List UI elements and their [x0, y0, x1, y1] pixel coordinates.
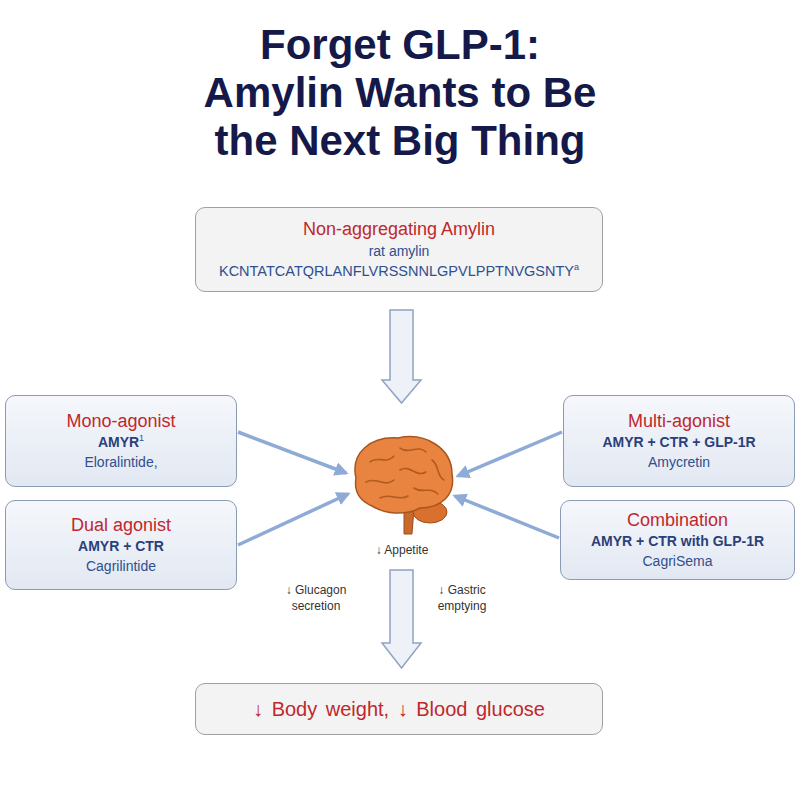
- brain-illustration: [355, 437, 453, 534]
- text-row: AMYR + CTR + GLP-1R: [602, 432, 755, 452]
- agonist-box: Mono-agonistAMYR1Eloralintide,: [5, 395, 237, 487]
- text-row: Multi-agonist: [628, 410, 730, 433]
- effect-label: ↓ Appetite: [347, 542, 457, 558]
- superscript: a: [574, 261, 579, 271]
- text-row: AMYR + CTR: [78, 536, 164, 556]
- pointer-arrow: [458, 432, 562, 476]
- superscript: 1: [139, 433, 144, 443]
- box-heading: Combination: [627, 510, 728, 530]
- text-row: Amycretin: [648, 452, 710, 472]
- pointer-arrow: [238, 432, 346, 473]
- box-text: Amycretin: [648, 454, 710, 470]
- box-heading: Multi-agonist: [628, 411, 730, 431]
- box-text: ↓ Body weight, ↓ Blood glucose: [253, 698, 545, 720]
- summary-box: ↓ Body weight, ↓ Blood glucose: [195, 683, 603, 735]
- text-row: Eloralintide,: [84, 452, 157, 472]
- box-text: rat amylin: [369, 243, 430, 259]
- effect-label: ↓ Gastric emptying: [425, 582, 500, 614]
- text-row: AMYR + CTR with GLP-1R: [591, 531, 764, 551]
- title: Forget GLP-1: Amylin Wants to Be the Nex…: [195, 21, 605, 165]
- text-row: Combination: [627, 509, 728, 532]
- text-row: Mono-agonist: [66, 410, 175, 433]
- agonist-box: Multi-agonistAMYR + CTR + GLP-1R Amycreti…: [563, 395, 795, 487]
- box-text: KCNTATCATQRLANFLVRSSNNLGPVLPPTNVGSNTY: [219, 263, 574, 279]
- text-row: CagriSema: [642, 551, 712, 571]
- box-text: AMYR + CTR + GLP-1R: [602, 434, 755, 450]
- text-row: Non-aggregating Amylin: [303, 218, 495, 241]
- agonist-box: Dual agonistAMYR + CTR Cagrilintide: [5, 500, 237, 590]
- box-text: AMYR + CTR: [78, 538, 164, 554]
- text-row: KCNTATCATQRLANFLVRSSNNLGPVLPPTNVGSNTYa: [219, 261, 579, 281]
- box-text: AMYR: [98, 434, 139, 450]
- pointer-arrow: [455, 496, 559, 538]
- box-text: AMYR + CTR with GLP-1R: [591, 533, 764, 549]
- box-text: CagriSema: [642, 553, 712, 569]
- brain-gyri: [366, 448, 444, 498]
- box-heading: Non-aggregating Amylin: [303, 219, 495, 239]
- text-row: ↓ Body weight, ↓ Blood glucose: [253, 697, 545, 722]
- box-heading: Mono-agonist: [66, 411, 175, 431]
- block-arrow: [382, 570, 421, 668]
- summary-box: Non-aggregating Amylin rat amylinKCNTATCA…: [195, 207, 603, 292]
- text-row: rat amylin: [369, 241, 430, 261]
- text-row: AMYR1: [98, 432, 144, 452]
- pointer-arrow: [238, 494, 348, 545]
- cerebrum: [355, 437, 453, 513]
- block-arrow: [382, 310, 421, 403]
- text-row: Cagrilintide: [86, 556, 156, 576]
- text-row: Dual agonist: [71, 514, 171, 537]
- box-text: Cagrilintide: [86, 558, 156, 574]
- box-heading: Dual agonist: [71, 515, 171, 535]
- box-text: Eloralintide,: [84, 454, 157, 470]
- agonist-box: CombinationAMYR + CTR with GLP-1R CagriSe…: [560, 500, 795, 580]
- effect-label: ↓ Glucagon secretion: [279, 582, 354, 614]
